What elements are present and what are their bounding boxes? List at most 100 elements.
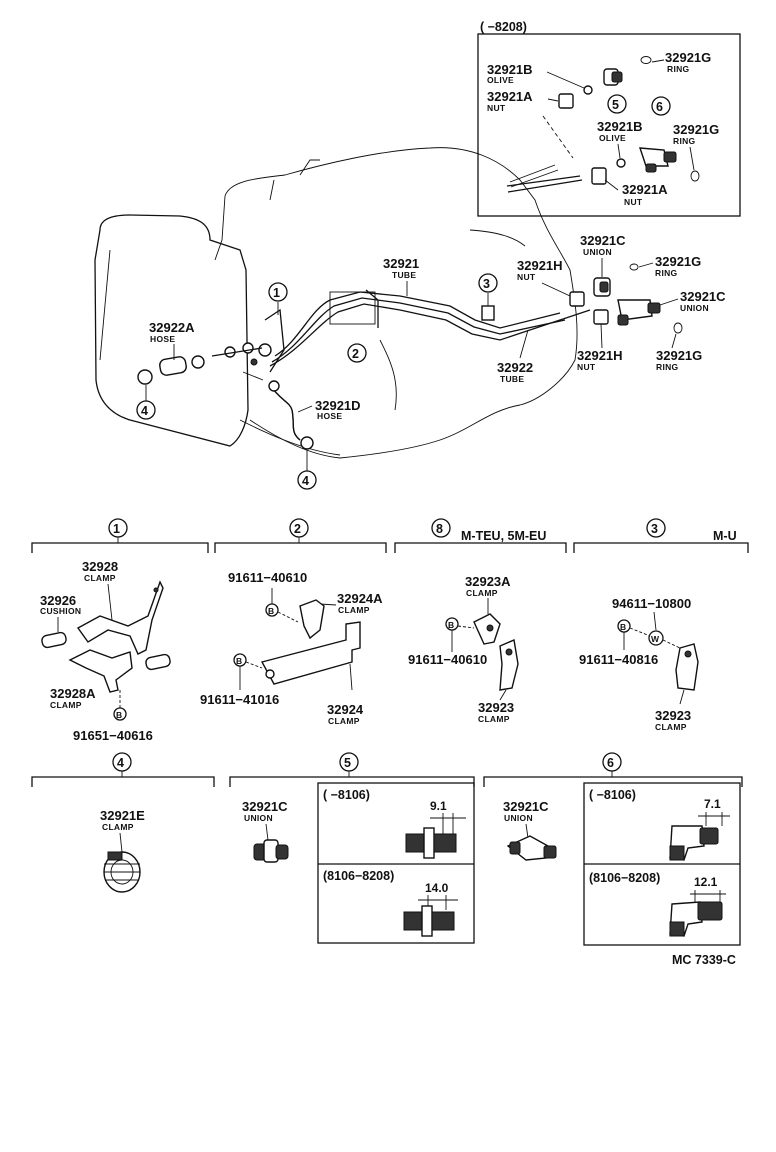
part-name: UNION xyxy=(244,813,273,823)
section-number: 1 xyxy=(113,522,120,536)
part-number: 32921C xyxy=(580,233,626,248)
ring-icon xyxy=(690,170,700,182)
callout-marker xyxy=(651,96,671,116)
bolt-symbol-letter: B xyxy=(448,620,454,630)
elbow-union-icon xyxy=(639,147,677,173)
detail-1: 32928 CLAMP 32926 CUSHION 32928A CLAMP B… xyxy=(40,559,171,743)
cushion-icon xyxy=(41,631,171,671)
part-number: 32921C xyxy=(680,289,726,304)
callout-marker xyxy=(347,343,367,363)
detail-6: 32921C UNION ( −8106) 7.1 (8106−8208) 12… xyxy=(503,782,741,946)
part-number: 32923 xyxy=(655,708,691,723)
part-name: TUBE xyxy=(392,270,416,280)
ring-icon xyxy=(673,322,683,334)
detail-5: 32921C UNION ( −8106) 9.1 (8106−8208) 14… xyxy=(242,782,475,944)
part-name: CLAMP xyxy=(466,588,498,598)
clamp-icon xyxy=(299,599,325,640)
detail-row-1: 1 2 8 M-TEU, 5M-EU 3 M-U xyxy=(31,518,749,553)
part-name: RING xyxy=(655,268,678,278)
part-number: 32928 xyxy=(82,559,118,574)
hose-icon xyxy=(137,355,205,385)
part-number: 32921G xyxy=(665,50,711,65)
callout-marker xyxy=(431,518,451,538)
callout-number: 3 xyxy=(483,277,490,291)
clamp-bracket-icon xyxy=(260,621,361,685)
union-fitting-icon xyxy=(593,277,611,297)
part-number: 32921G xyxy=(673,122,719,137)
part-name: CLAMP xyxy=(655,722,687,732)
detail-8: 32923A CLAMP B 91611−40610 32923 CLAMP xyxy=(408,574,519,724)
part-number: 32926 xyxy=(40,593,76,608)
washer-symbol xyxy=(648,630,664,646)
callout-number: 6 xyxy=(656,100,663,114)
bolt-symbol-letter: B xyxy=(236,656,242,666)
section-number: 8 xyxy=(436,522,443,536)
bolt-number: 91611−40610 xyxy=(228,570,307,585)
transmission-case xyxy=(94,214,249,447)
hose-icon xyxy=(268,380,314,450)
part-name: HOSE xyxy=(150,334,175,344)
part-number: 32922 xyxy=(497,360,533,375)
part-name: CLAMP xyxy=(50,700,82,710)
nut-icon xyxy=(569,291,585,307)
part-name: CLAMP xyxy=(84,573,116,583)
callout-marker xyxy=(646,518,666,538)
inset-panel: ( −8208) 32921G RING 32921B OLIVE 32921A… xyxy=(477,20,741,217)
part-number: 32928A xyxy=(50,686,96,701)
part-name: CLAMP xyxy=(338,605,370,615)
section-number: 6 xyxy=(607,756,614,770)
washer-number: 94611−10800 xyxy=(612,596,691,611)
part-name: CLAMP xyxy=(478,714,510,724)
bolt-symbol-letter: B xyxy=(620,622,626,632)
part-number: 32921C xyxy=(503,799,549,814)
bolt-number: 91651−40616 xyxy=(73,728,153,743)
part-number: 32923A xyxy=(465,574,511,589)
part-name: RING xyxy=(667,64,690,74)
part-number: 32922A xyxy=(149,320,195,335)
part-number: 32921B xyxy=(487,62,533,77)
range-label: ( −8106) xyxy=(323,788,370,802)
clamp-icon xyxy=(675,643,699,691)
part-number: 32921G xyxy=(655,254,701,269)
straight-union-icon xyxy=(405,827,457,859)
dimension-value: 7.1 xyxy=(704,797,721,811)
part-number: 32921H xyxy=(577,348,623,363)
part-name: UNION xyxy=(504,813,533,823)
callout-number: 2 xyxy=(352,347,359,361)
part-name: RING xyxy=(673,136,696,146)
nut-icon xyxy=(593,309,609,325)
range-label: (8106−8208) xyxy=(323,869,394,883)
part-number: 32924 xyxy=(327,702,364,717)
part-number: 32921B xyxy=(597,119,643,134)
hose-joint-icon xyxy=(211,342,272,358)
tube-clamp-icon xyxy=(481,305,495,321)
olive-icon xyxy=(616,158,626,168)
nut-icon xyxy=(591,167,607,185)
union-fitting-icon xyxy=(603,68,623,86)
callout-number: 4 xyxy=(141,404,148,418)
nut-icon xyxy=(558,93,574,109)
bolt-number: 91611−40610 xyxy=(408,652,487,667)
straight-union-icon xyxy=(403,905,455,937)
bolt-symbol-letter: B xyxy=(116,710,122,720)
elbow-union-icon xyxy=(506,835,557,861)
part-number: 32921D xyxy=(315,398,361,413)
part-number: 32921E xyxy=(100,808,145,823)
dimension-value: 9.1 xyxy=(430,799,447,813)
part-name: NUT xyxy=(624,197,643,207)
callout-number: 1 xyxy=(273,286,280,300)
part-name: UNION xyxy=(583,247,612,257)
section-number: 5 xyxy=(344,756,351,770)
ring-icon xyxy=(629,263,639,271)
part-number: 32921A xyxy=(487,89,533,104)
elbow-union-icon xyxy=(669,901,723,937)
part-number: 32921H xyxy=(517,258,563,273)
spec-box xyxy=(317,782,475,944)
part-name: NUT xyxy=(577,362,596,372)
clamp-bracket-icon xyxy=(68,649,133,693)
callout-number: 4 xyxy=(302,474,309,488)
callout-number: 5 xyxy=(612,98,619,112)
part-name: HOSE xyxy=(317,411,342,421)
clamp-bracket-icon xyxy=(76,580,164,655)
